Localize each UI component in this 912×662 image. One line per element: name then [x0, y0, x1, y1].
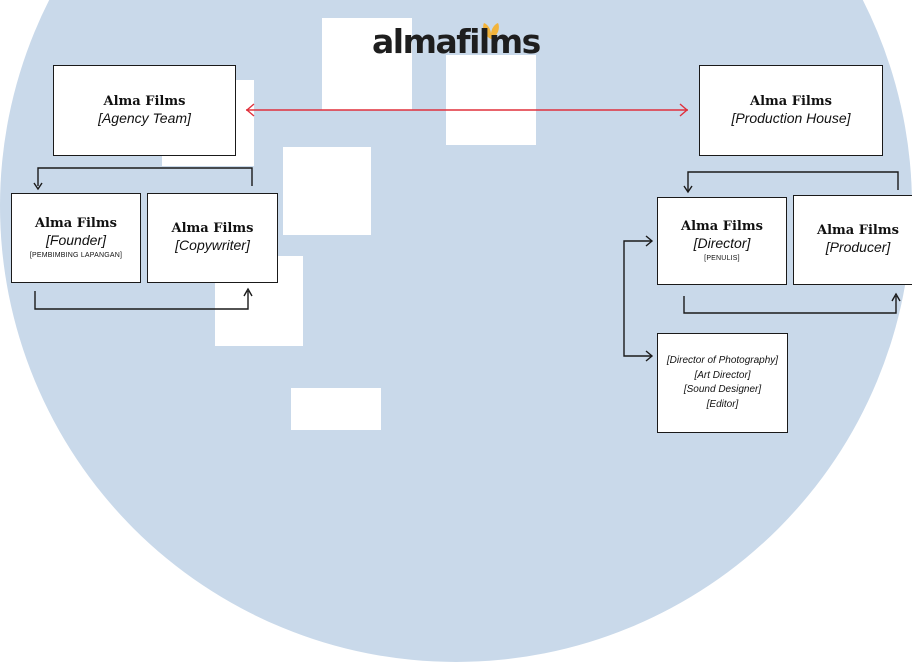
crew-box: [Director of Photography] [Art Director]… — [657, 333, 788, 433]
box-subtitle: [Agency Team] — [98, 109, 191, 126]
box-note: [PENULIS] — [704, 255, 740, 263]
logo-text: almafilms — [372, 22, 541, 61]
white-patch — [291, 388, 381, 430]
crew-item: [Art Director] — [694, 369, 751, 381]
director-box: Alma Films [Director] [PENULIS] — [657, 197, 787, 285]
white-patch — [283, 147, 371, 235]
red-connector — [245, 103, 689, 117]
box-title: Alma Films — [35, 215, 117, 231]
copywriter-box: Alma Films [Copywriter] — [147, 193, 278, 283]
box-title: Alma Films — [171, 221, 254, 237]
production-connectors — [623, 171, 901, 362]
white-patch — [322, 18, 412, 110]
white-patch — [446, 55, 536, 145]
almafilms-logo: almafilms — [372, 16, 562, 61]
leaf-icon — [480, 10, 502, 49]
crew-item: [Director of Photography] — [666, 355, 779, 366]
agency-team-box: Alma Films [Agency Team] — [53, 65, 236, 156]
box-subtitle: [Founder] — [46, 231, 106, 248]
box-title: Alma Films — [681, 218, 763, 234]
box-subtitle: [Production House] — [731, 109, 851, 126]
box-subtitle: [Copywriter] — [175, 237, 250, 254]
box-title: Alma Films — [103, 93, 186, 109]
production-house-box: Alma Films [Production House] — [699, 65, 883, 156]
crew-item: [Editor] — [706, 398, 739, 410]
box-subtitle: [Director] — [693, 234, 751, 251]
crew-item: [Sound Designer] — [683, 384, 762, 395]
producer-box: Alma Films [Producer] — [793, 195, 912, 285]
box-subtitle: [Producer] — [825, 239, 891, 256]
connector-lines — [33, 103, 901, 362]
box-title: Alma Films — [817, 223, 899, 239]
box-note: [PEMBIMBING LAPANGAN] — [29, 252, 123, 260]
box-title: Alma Films — [750, 93, 832, 109]
founder-box: Alma Films [Founder] [PEMBIMBING LAPANGA… — [11, 193, 141, 283]
agency-connectors — [33, 167, 253, 310]
